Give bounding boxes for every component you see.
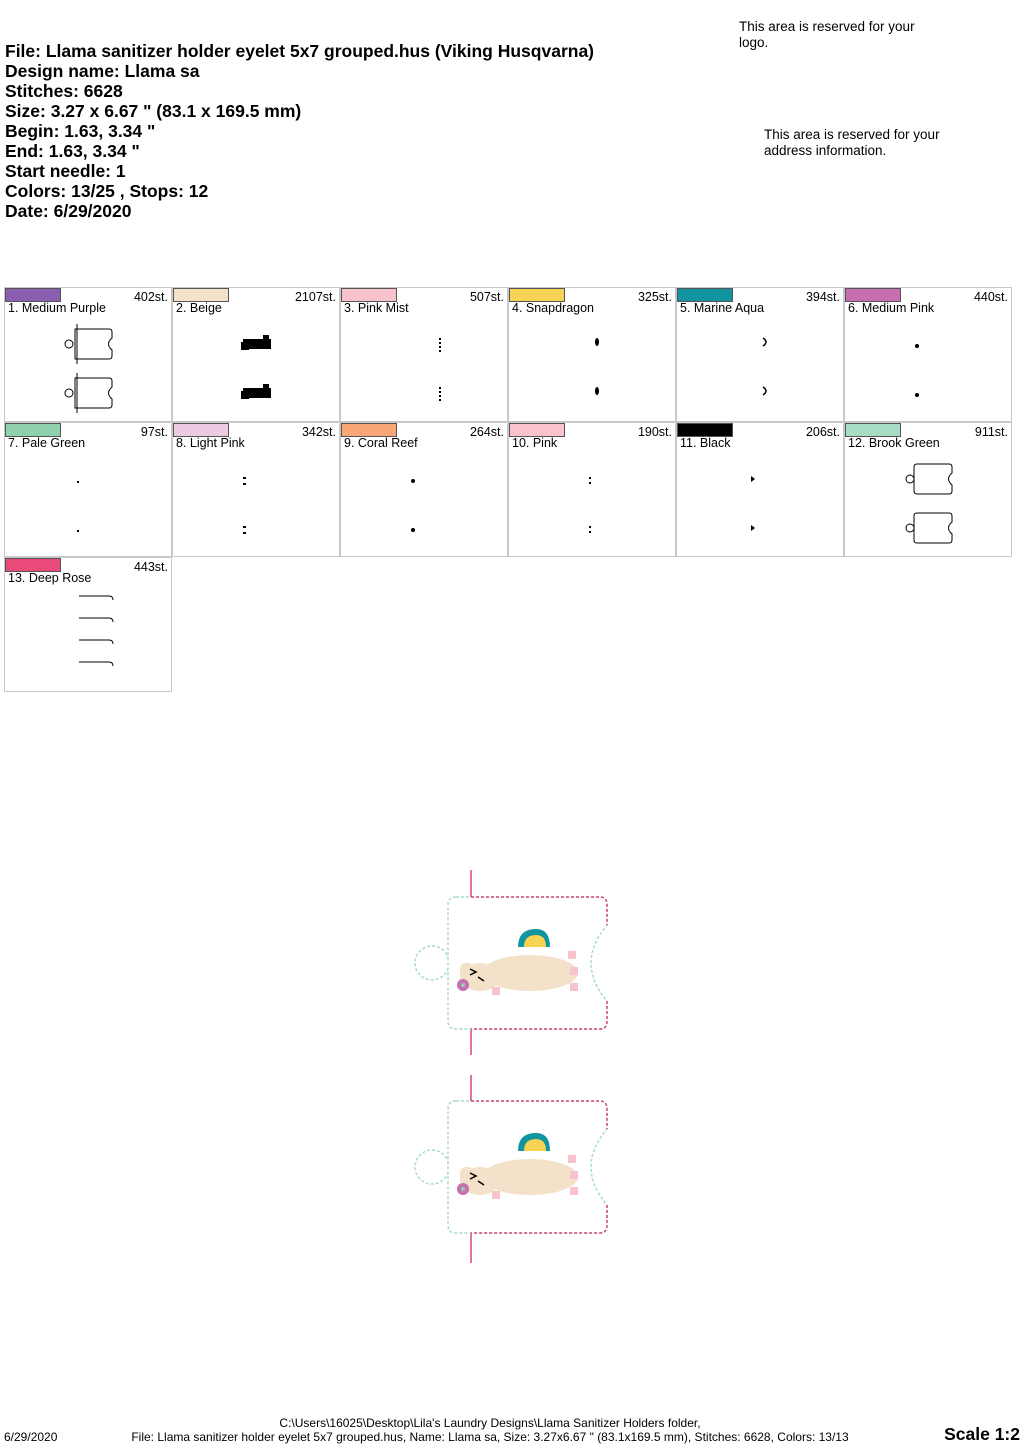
color-stop-cell: 443st. 13. Deep Rose	[4, 557, 172, 692]
stitch-count: 911st.	[974, 425, 1008, 439]
stitch-thumbnail	[595, 338, 599, 395]
file-line: File: Llama sanitizer holder eyelet 5x7 …	[5, 41, 595, 61]
color-stop-cell: 325st. 4. Snapdragon	[508, 287, 676, 422]
color-name: 5. Marine Aqua	[680, 301, 765, 315]
llama-embroidery	[457, 1133, 578, 1199]
holder-bottom	[414, 1075, 608, 1263]
stitches-line: Stitches: 6628	[5, 81, 123, 101]
color-stop-cell: 190st. 10. Pink	[508, 422, 676, 557]
scale-label: Scale 1:2	[944, 1424, 1020, 1444]
footer-info: C:\Users\16025\Desktop\Lila's Laundry De…	[100, 1416, 880, 1444]
size-line: Size: 3.27 x 6.67 " (83.1 x 169.5 mm)	[5, 101, 302, 121]
stitch-count: 264st.	[469, 425, 504, 439]
color-stop-cell: 342st. 8. Light Pink	[172, 422, 340, 557]
start-needle-line: Start needle: 1	[5, 161, 126, 181]
stitch-thumbnail	[243, 477, 246, 534]
color-swatch	[845, 288, 901, 302]
end-line: End: 1.63, 3.34 "	[5, 141, 140, 161]
color-name: 1. Medium Purple	[8, 301, 106, 315]
stitch-thumbnail	[905, 463, 953, 544]
color-name: 7. Pale Green	[8, 436, 86, 450]
address-reserved-note: This area is reserved for your address i…	[764, 127, 940, 158]
stitch-thumbnail	[915, 344, 919, 397]
stitch-thumbnail	[411, 479, 415, 532]
color-stop-cell: 264st. 9. Coral Reef	[340, 422, 508, 557]
stitch-thumbnail	[762, 337, 767, 396]
color-swatch	[341, 423, 397, 437]
color-swatch	[173, 288, 229, 302]
stitch-count: 402st.	[133, 290, 168, 304]
design-info: File: Llama sanitizer holder eyelet 5x7 …	[5, 41, 594, 221]
color-swatch	[677, 423, 733, 437]
color-swatch	[677, 288, 733, 302]
color-stop-cell: 402st. 1. Medium Purple	[4, 287, 172, 422]
color-stop-cell: 507st. 3. Pink Mist	[340, 287, 508, 422]
stitch-count: 507st.	[469, 290, 504, 304]
stitch-count: 342st.	[301, 425, 336, 439]
color-swatch	[5, 423, 61, 437]
stitch-count: 2107st.	[294, 290, 336, 304]
color-swatch	[509, 423, 565, 437]
color-name: 3. Pink Mist	[344, 301, 409, 315]
stitch-thumbnail	[241, 335, 271, 399]
color-stop-cell: 911st. 12. Brook Green	[844, 422, 1012, 557]
stitch-count: 206st.	[805, 425, 840, 439]
colors-line: Colors: 13/25 , Stops: 12	[5, 181, 209, 201]
color-swatch	[173, 423, 229, 437]
color-name: 9. Coral Reef	[344, 436, 418, 450]
color-name: 10. Pink	[512, 436, 558, 450]
color-stop-cell: 394st. 5. Marine Aqua	[676, 287, 844, 422]
footer-summary: File: Llama sanitizer holder eyelet 5x7 …	[131, 1430, 849, 1444]
color-swatch	[341, 288, 397, 302]
stitch-thumbnail	[751, 476, 755, 531]
begin-line: Begin: 1.63, 3.34 "	[5, 121, 156, 141]
footer-date: 6/29/2020	[4, 1430, 58, 1444]
color-name: 11. Black	[680, 436, 731, 450]
color-name: 13. Deep Rose	[8, 571, 92, 585]
stitch-thumbnail	[589, 477, 591, 533]
holder-top	[414, 870, 608, 1055]
color-swatch	[5, 558, 61, 572]
footer-path: C:\Users\16025\Desktop\Lila's Laundry De…	[279, 1416, 701, 1430]
stitch-count: 443st.	[133, 560, 168, 574]
stitch-thumbnail	[439, 338, 441, 401]
stitch-thumbnail	[79, 595, 114, 667]
color-name: 8. Light Pink	[176, 436, 245, 450]
stitch-count: 325st.	[637, 290, 672, 304]
color-stop-cell: 97st. 7. Pale Green	[4, 422, 172, 557]
color-swatch	[509, 288, 565, 302]
color-swatch	[845, 423, 901, 437]
logo-reserved-note: This area is reserved for your logo.	[739, 19, 915, 50]
date-line: Date: 6/29/2020	[5, 201, 132, 221]
llama-embroidery	[457, 929, 578, 995]
color-name: 6. Medium Pink	[848, 301, 935, 315]
color-stop-cell: 206st. 11. Black	[676, 422, 844, 557]
color-swatch	[5, 288, 61, 302]
color-stop-cell: 440st. 6. Medium Pink	[844, 287, 1012, 422]
design-preview	[414, 870, 608, 1263]
stitch-count: 97st.	[140, 425, 168, 439]
color-name: 2. Beige	[176, 301, 222, 315]
color-stop-cell: 2107st. 2. Beige	[172, 287, 340, 422]
design-name-line: Design name: Llama sa	[5, 61, 200, 81]
stitch-count: 190st.	[637, 425, 672, 439]
color-name: 12. Brook Green	[848, 436, 940, 450]
stitch-count: 440st.	[973, 290, 1008, 304]
stitch-thumbnail	[64, 324, 113, 413]
stitch-thumbnail	[77, 481, 79, 532]
color-name: 4. Snapdragon	[512, 301, 595, 315]
stitch-count: 394st.	[805, 290, 840, 304]
